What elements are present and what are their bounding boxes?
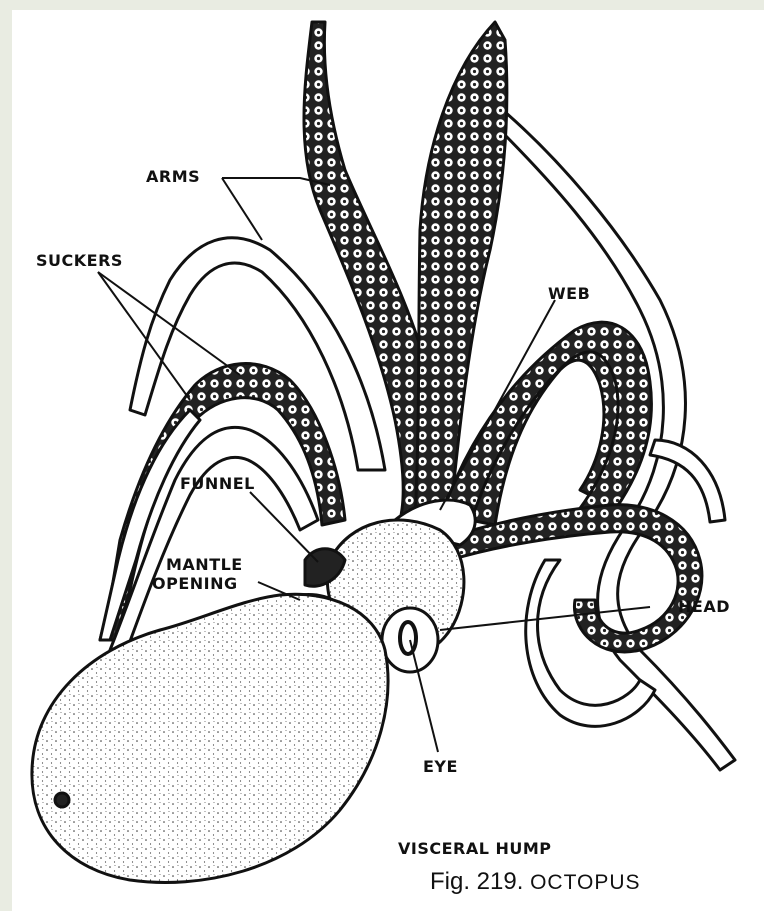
hump-spot	[55, 793, 69, 807]
caption-number: Fig. 219.	[430, 868, 523, 895]
label-arms: ARMS	[146, 168, 200, 185]
label-funnel: FUNNEL	[180, 475, 255, 492]
page-edge-left	[0, 0, 12, 911]
label-suckers: SUCKERS	[36, 252, 123, 269]
page-edge-top	[0, 0, 764, 10]
arm-center-inner	[440, 322, 651, 530]
label-mantle-opening-line1: MANTLE	[166, 556, 243, 573]
label-eye: EYE	[423, 758, 458, 775]
caption-title: OCTOPUS	[530, 871, 640, 894]
eye-pupil	[400, 622, 416, 654]
leader-arms-2	[222, 178, 262, 240]
figure-caption: Fig. 219. OCTOPUS	[430, 868, 641, 896]
label-web: WEB	[548, 285, 590, 302]
label-mantle-opening-line2: OPENING	[152, 575, 238, 592]
arm-left-suckers-rim	[100, 410, 200, 640]
label-visceral-hump: VISCERAL HUMP	[398, 840, 552, 857]
visceral-hump	[32, 594, 388, 882]
label-head: HEAD	[678, 598, 730, 615]
arm-right-curl	[440, 505, 702, 652]
